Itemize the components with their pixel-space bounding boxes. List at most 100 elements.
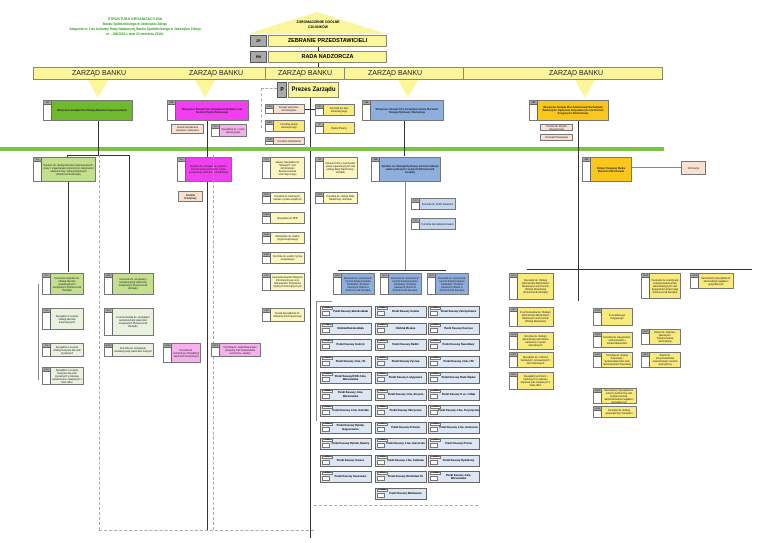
unit-it-specialist[interactable]: Informatyk <box>681 161 706 175</box>
rn-box[interactable]: RADA NADZORCZA <box>268 51 387 63</box>
board-bar-4[interactable]: ZARZĄD BANKU <box>463 67 663 80</box>
president-box[interactable]: Prezes Zarządu <box>288 82 339 98</box>
unit-label: Samodzielny Specjalista ds. ochrony tech… <box>604 388 634 404</box>
connector <box>316 301 332 302</box>
branch-label: Punkt Kasowy J-bie, Żeliwska <box>387 458 424 462</box>
branch-label: Punkt Kasowy Skrzyszów <box>389 409 422 413</box>
unit-risk-committee[interactable]: Komitet ds. Ryzyka Operacyjnego <box>540 124 573 131</box>
zp-box[interactable]: ZEBRANIE PRZEDSTAWICIELI <box>268 35 387 47</box>
unit-alm[interactable]: Zespół zarządzania aktywami i pasywami <box>171 124 204 134</box>
unit-tender-committee[interactable]: Komisja Przetargowa <box>540 134 573 141</box>
board-bar-2[interactable]: ZARZĄD BANKU <box>265 67 345 80</box>
credit-committee[interactable]: Komitet Kredytowy <box>178 191 203 202</box>
